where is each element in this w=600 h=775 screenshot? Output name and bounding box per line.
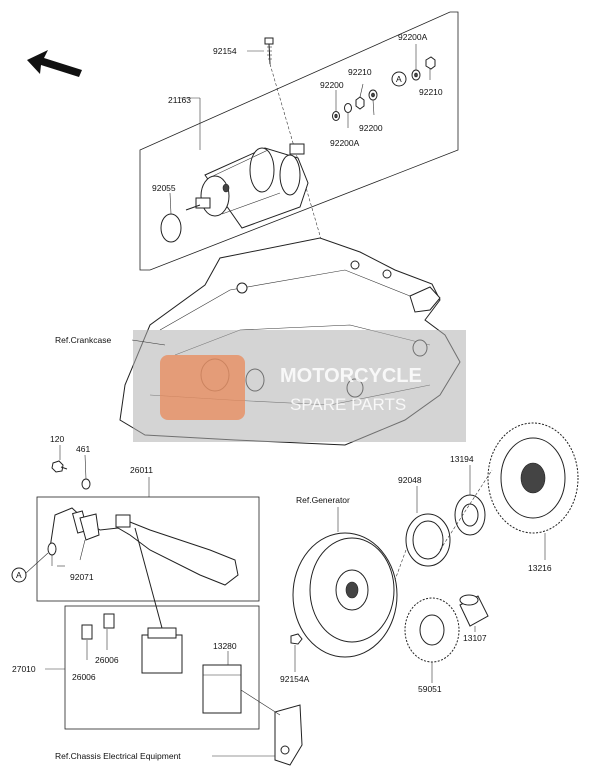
label-ref-generator: Ref.Generator — [296, 495, 350, 505]
fuse-26006-a — [81, 624, 93, 640]
label-ref-chassis: Ref.Chassis Electrical Equipment — [55, 751, 181, 761]
idle-gear-59051 — [404, 597, 460, 663]
starter-relay-27010 — [134, 527, 183, 674]
relay-13280 — [202, 664, 242, 714]
label-27010: 27010 — [12, 664, 36, 674]
label-92071: 92071 — [70, 572, 94, 582]
label-92154: 92154 — [213, 46, 237, 56]
label-92200: 92200 — [320, 80, 344, 90]
cap-92071 — [79, 513, 100, 541]
watermark-line1: MOTORCYCLE — [280, 365, 422, 387]
label-92210-top: 92210 — [348, 67, 372, 77]
leader-lines — [45, 44, 546, 757]
washer-461 — [81, 478, 91, 490]
label-13194: 13194 — [450, 454, 474, 464]
relay-group-box — [64, 605, 260, 730]
label-92048: 92048 — [398, 475, 422, 485]
label-21163: 21163 — [168, 95, 191, 105]
one-way-clutch-13194 — [454, 494, 486, 536]
label-92200A-mid: 92200A — [330, 138, 360, 148]
washer-nut-set — [332, 56, 436, 121]
arrow-up-left-icon — [27, 50, 82, 77]
label-120: 120 — [50, 434, 64, 444]
label-26006-b: 26006 — [72, 672, 96, 682]
label-92210-right: 92210 — [419, 87, 443, 97]
generator-rotor — [292, 532, 398, 658]
bolt-120 — [51, 460, 68, 473]
cable-group-box — [36, 496, 260, 602]
label-59051: 59051 — [418, 684, 442, 694]
fuse-26006-b — [103, 613, 115, 629]
label-ref-crankcase: Ref.Crankcase — [55, 335, 111, 345]
starter-gear-13216 — [487, 422, 579, 534]
label-13280: 13280 — [213, 641, 237, 651]
label-92055: 92055 — [152, 183, 176, 193]
label-26006-a: 26006 — [95, 655, 119, 665]
label-92200-mid: 92200 — [359, 123, 383, 133]
bearing-92048 — [405, 513, 451, 567]
watermark: MOTORCYCLE SPARE PARTS — [133, 330, 466, 442]
label-92200A-top: 92200A — [398, 32, 428, 42]
starter-motor-21163 — [185, 143, 309, 229]
marker-a-bottom-circle — [11, 567, 27, 583]
label-26011: 26011 — [130, 465, 153, 475]
o-ring-92055 — [160, 213, 182, 243]
label-92154A: 92154A — [280, 674, 310, 684]
bolt-92154A — [290, 633, 303, 645]
starter-group-outline — [139, 11, 459, 271]
label-461: 461 — [76, 444, 90, 454]
marker-a-bottom: A — [16, 570, 22, 580]
marker-a-top: A — [396, 74, 402, 84]
watermark-line2: SPARE PARTS — [290, 395, 406, 414]
marker-a-top-circle — [391, 71, 407, 87]
label-13107: 13107 — [463, 633, 487, 643]
label-13216: 13216 — [528, 563, 552, 573]
bracket-chassis — [240, 689, 303, 766]
shaft-13107 — [459, 594, 489, 627]
